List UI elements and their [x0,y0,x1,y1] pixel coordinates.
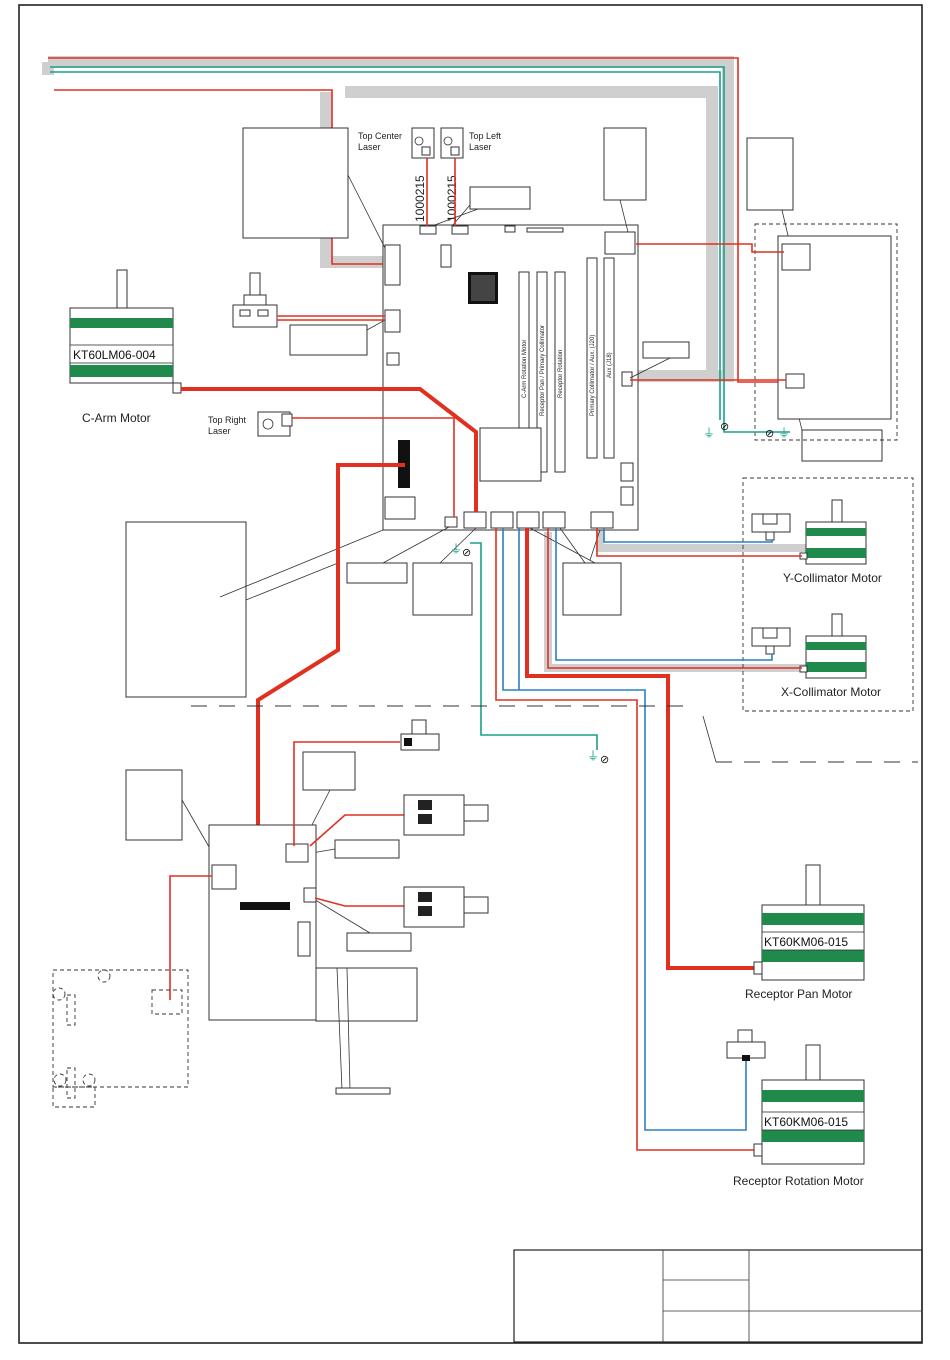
interlock-sensor [400,719,440,751]
receptor-pan-motor: KT60KM06-015 Receptor Pan Motor [745,864,865,1001]
ground-icon: ⏚ [587,749,599,763]
callout-boxes [125,127,883,952]
c-arm-motor-model: KT60LM06-004 [73,348,156,362]
top-center-laser-label: Laser [358,142,381,152]
c-arm-motor: KT60LM06-004 C-Arm Motor [69,269,182,425]
receptor-pan-motor-model: KT60KM06-015 [764,935,848,949]
top-right-laser-label: Laser [208,426,231,436]
board-connector-label: Receptor Pan / Primary Collimator [540,325,546,416]
board-connector-label: C-Arm Rotation Motor [522,340,528,398]
top-center-laser: Top Center Laser [358,127,435,159]
receptor-rotation-motor-model: KT60KM06-015 [764,1115,848,1129]
bottom-left-assembly [52,969,189,1108]
terminal-icon: ⊘ [720,421,729,433]
title-block [513,1249,923,1343]
board-connector-label: Aux (J18) [607,352,613,378]
part-number-label: 1000215 [445,175,459,222]
terminal-icon: ⊘ [600,754,609,766]
ground-symbols: ⏚ ⊘ ⊘ ⏚ ⏚ ⊘ ⏚ ⊘ [450,420,790,766]
potentiometer [232,272,385,328]
receptor-pan-motor-label: Receptor Pan Motor [745,987,852,1001]
receptor-rotation-motor-label: Receptor Rotation Motor [733,1174,864,1188]
c-arm-motor-label: C-Arm Motor [82,411,151,425]
top-left-laser: Top Left Laser [440,127,502,159]
board-connector-label: Receptor Rotation [558,350,564,398]
part-number-label: 1000215 [413,175,427,222]
collimator-motor-group: Y-Collimator Motor X-Collimator Motor [742,477,914,712]
x-collimator-motor-label: X-Collimator Motor [781,685,881,699]
top-left-laser-label: Laser [469,142,492,152]
lower-board [169,741,418,1095]
board-connector-label: Primary Collimator / Aux. (J20) [590,335,596,416]
terminal-icon: ⊘ [462,547,471,559]
collimator-head [630,223,898,441]
top-right-laser: Top Right Laser [208,411,455,517]
ground-icon: ⏚ [778,426,790,440]
terminal-icon: ⊘ [765,428,774,440]
y-collimator-motor-label: Y-Collimator Motor [783,571,882,585]
drawing-frame [18,4,923,1344]
main-board: C-Arm Rotation Motor Receptor Pan / Prim… [382,224,639,531]
top-center-laser-label: Top Center [358,131,402,141]
receptor-rotation-motor: KT60KM06-015 Receptor Rotation Motor [726,1029,865,1188]
solenoid-upper [403,794,489,836]
ground-icon: ⏚ [703,426,715,440]
top-right-laser-label: Top Right [208,415,247,425]
ground-icon: ⏚ [450,542,462,556]
solenoid-lower [403,886,489,928]
top-left-laser-label: Top Left [469,131,502,141]
